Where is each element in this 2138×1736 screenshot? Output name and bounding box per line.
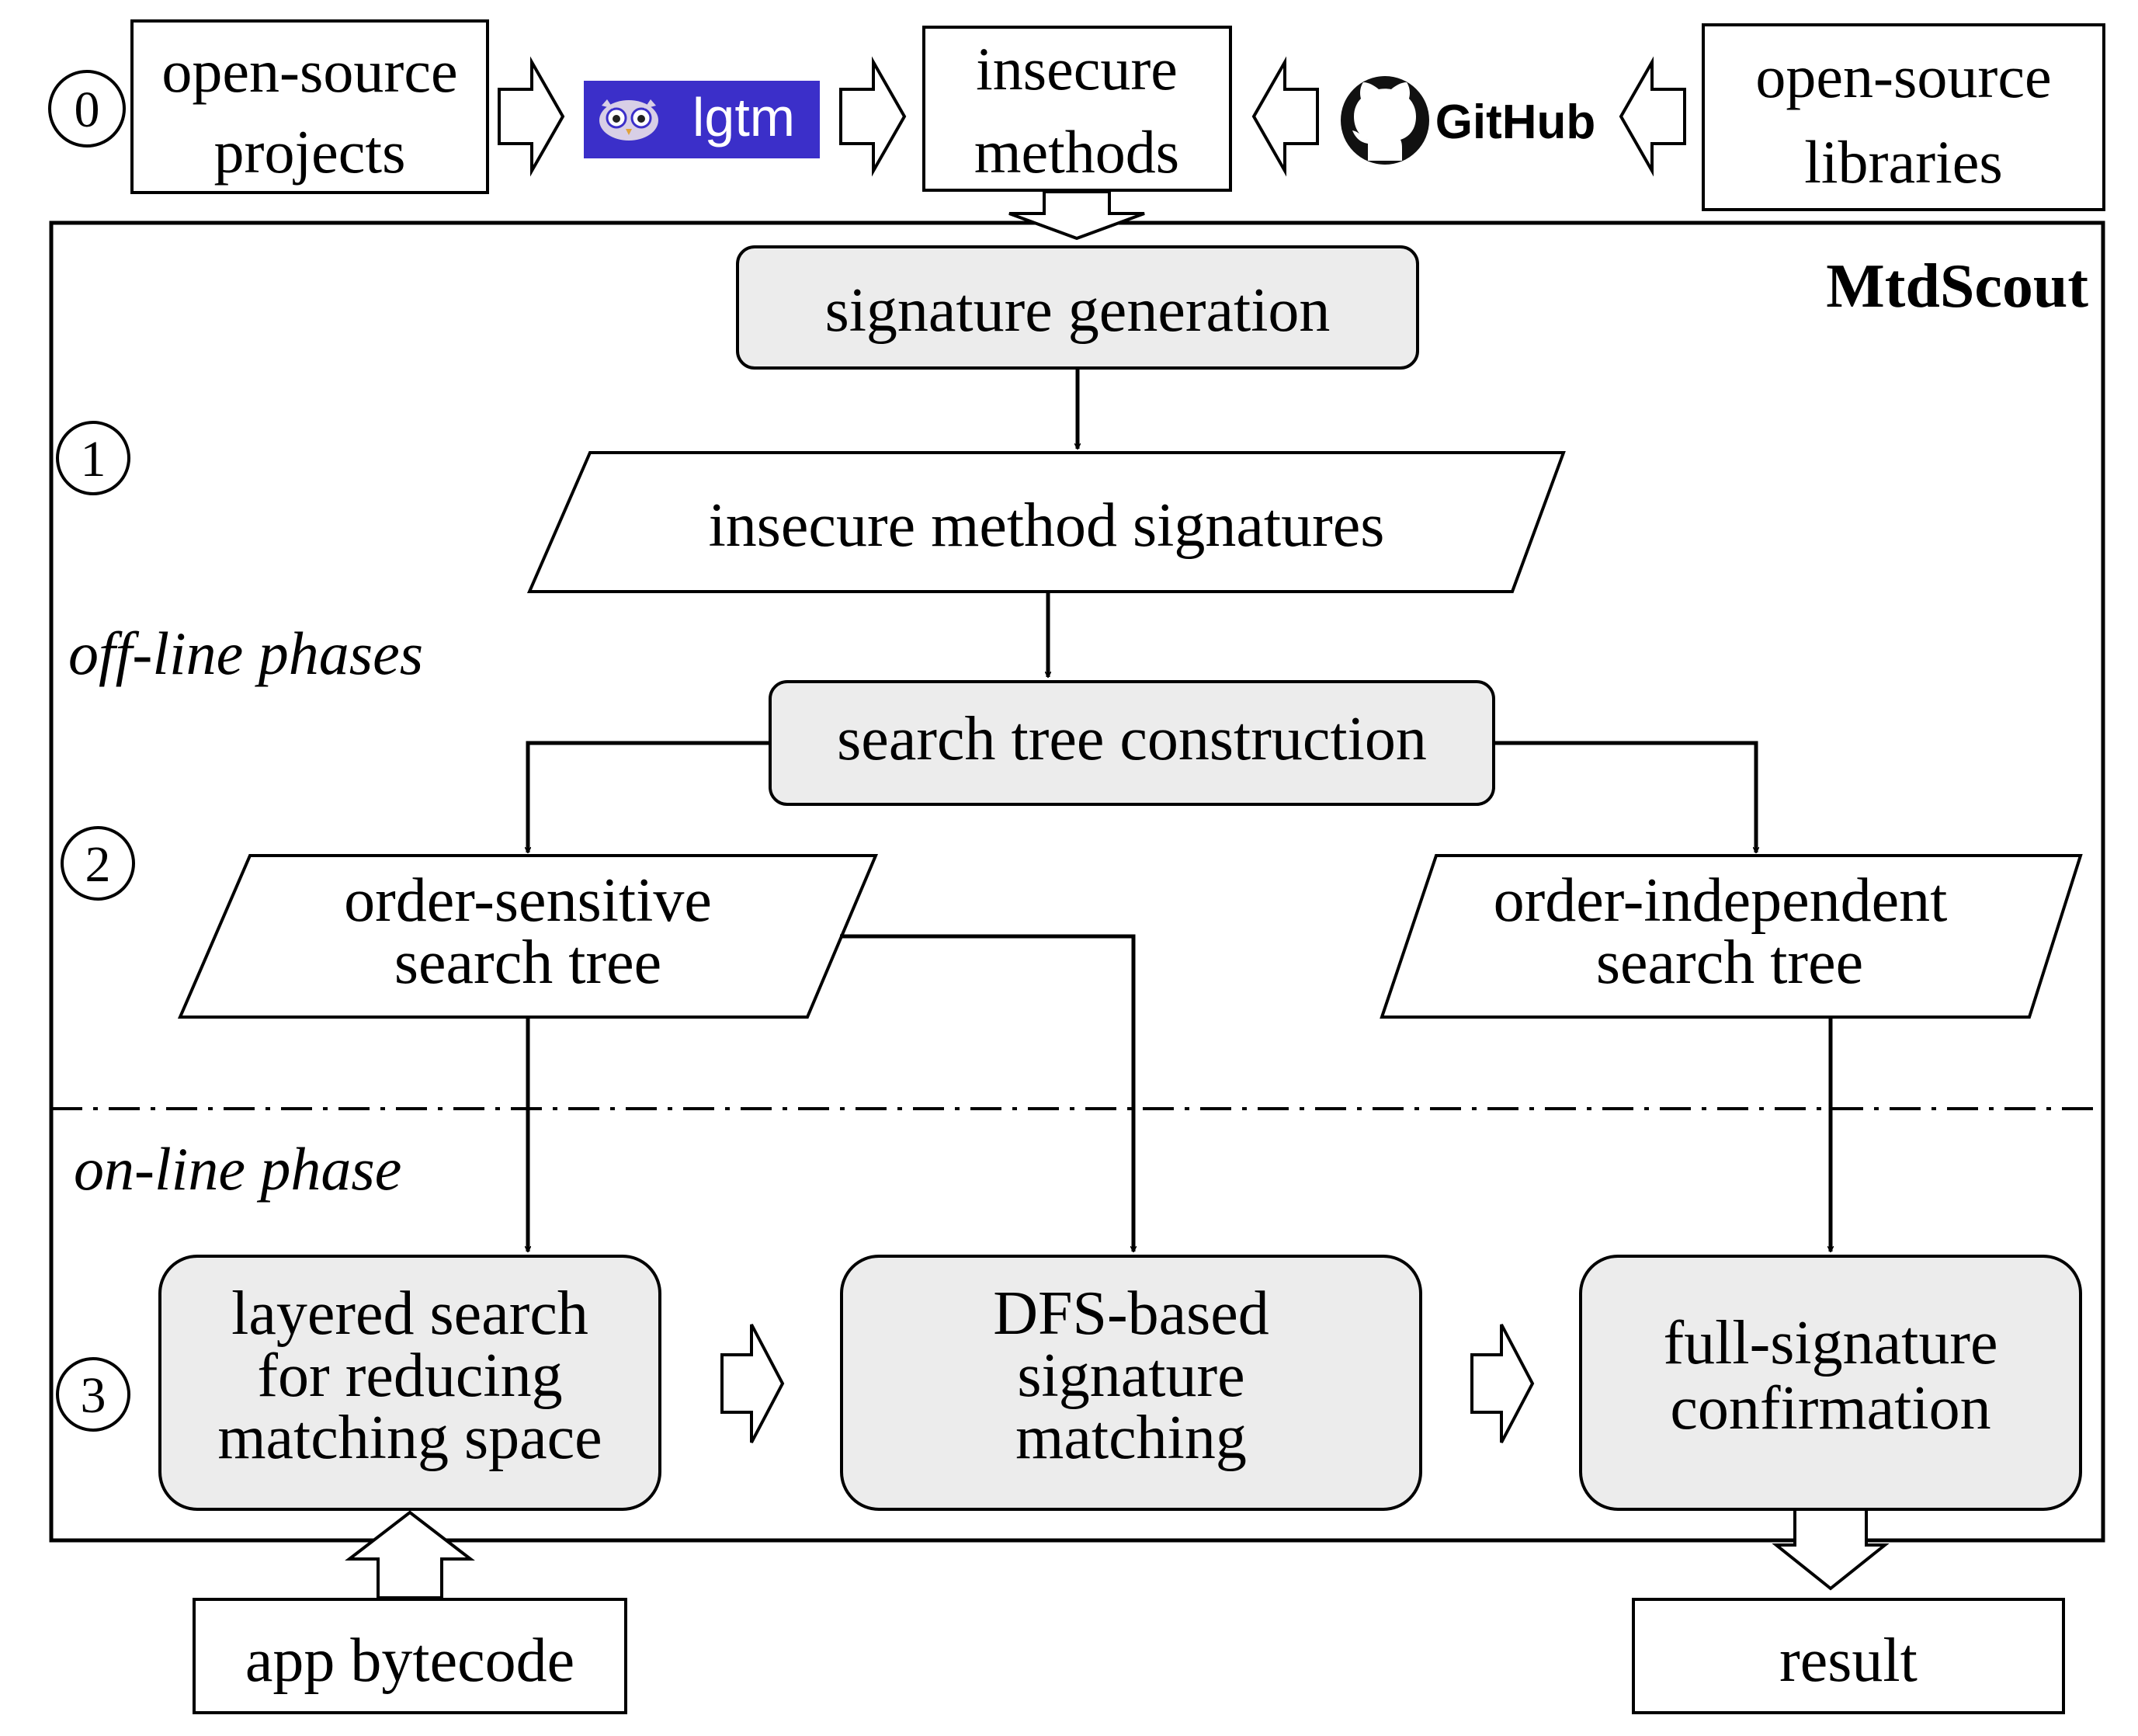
- insecure-method-signatures-parallelogram: insecure method signatures: [526, 451, 1566, 593]
- svg-text:DFS-based: DFS-based: [993, 1279, 1269, 1348]
- step2-marker: 2: [61, 826, 135, 901]
- layered-search-box: layered search for reducing matching spa…: [158, 1255, 661, 1511]
- hollow-arrow-right-2: [839, 56, 907, 177]
- arrow-order-sensitive-to-dfs: [840, 934, 1133, 1252]
- offline-phases-label: off-line phases: [68, 620, 423, 687]
- svg-text:signature: signature: [1017, 1342, 1244, 1410]
- svg-text:GitHub: GitHub: [1435, 95, 1596, 149]
- svg-text:confirmation: confirmation: [1670, 1374, 1990, 1443]
- owl-icon: [599, 99, 658, 141]
- full-signature-confirmation-box: full-signature confirmation: [1579, 1255, 2082, 1511]
- svg-text:3: 3: [81, 1367, 106, 1424]
- svg-text:search tree: search tree: [1596, 929, 1863, 997]
- svg-text:search tree: search tree: [394, 929, 661, 997]
- hollow-arrow-right-online-2: [1470, 1324, 1535, 1443]
- result-box: result: [1632, 1598, 2065, 1714]
- svg-text:for reducing: for reducing: [257, 1342, 562, 1410]
- open-source-libraries-box: open-source libraries: [1702, 23, 2105, 211]
- arrow-construction-to-order-sensitive: [528, 741, 770, 852]
- svg-text:1: 1: [81, 431, 106, 488]
- svg-text:2: 2: [85, 836, 111, 893]
- hollow-arrow-up-from-bytecode: [345, 1510, 475, 1599]
- hollow-arrow-down-to-result: [1772, 1508, 1890, 1591]
- svg-text:app bytecode: app bytecode: [245, 1627, 574, 1695]
- svg-text:projects: projects: [214, 118, 406, 186]
- search-tree-construction-box: search tree construction: [769, 680, 1495, 806]
- step3-marker: 3: [56, 1357, 130, 1432]
- hollow-arrow-right-1: [498, 56, 565, 177]
- online-phase-label: on-line phase: [74, 1135, 401, 1203]
- svg-text:libraries: libraries: [1804, 128, 2003, 196]
- order-sensitive-tree-parallelogram: order-sensitive search tree: [177, 854, 879, 1019]
- hollow-arrow-down-into-frame: [1008, 190, 1145, 241]
- step0-marker: 0: [48, 70, 126, 148]
- svg-text:open-source: open-source: [161, 37, 457, 105]
- arrow-construction-to-order-independent: [1494, 741, 1756, 852]
- open-source-projects-box: open-source projects: [130, 19, 489, 194]
- svg-text:search tree construction: search tree construction: [837, 705, 1427, 773]
- hollow-arrow-left-1: [1251, 56, 1319, 177]
- signature-generation-box: signature generation: [736, 245, 1419, 370]
- order-independent-tree-parallelogram: order-independent search tree: [1380, 854, 2083, 1019]
- svg-text:matching space: matching space: [217, 1404, 602, 1472]
- step1-marker: 1: [56, 421, 130, 495]
- octocat-icon: [1341, 76, 1429, 165]
- svg-text:layered search: layered search: [231, 1279, 588, 1348]
- svg-text:order-independent: order-independent: [1494, 866, 1948, 935]
- svg-text:matching: matching: [1015, 1404, 1247, 1472]
- svg-text:order-sensitive: order-sensitive: [344, 866, 712, 935]
- dfs-matching-box: DFS-based signature matching: [840, 1255, 1422, 1511]
- lgtm-logo: lgtm: [584, 81, 820, 158]
- svg-text:insecure: insecure: [976, 35, 1178, 102]
- github-logo: GitHub: [1341, 76, 1595, 165]
- svg-text:result: result: [1779, 1627, 1918, 1695]
- mtdscout-title: MtdScout: [1826, 252, 2088, 321]
- svg-text:lgtm: lgtm: [692, 87, 795, 148]
- hollow-arrow-left-2: [1619, 56, 1686, 177]
- svg-text:0: 0: [75, 82, 100, 138]
- insecure-methods-box: insecure methods: [922, 26, 1232, 192]
- svg-text:methods: methods: [974, 118, 1179, 186]
- svg-text:full-signature: full-signature: [1664, 1309, 1998, 1377]
- hollow-arrow-right-online-1: [720, 1324, 785, 1443]
- svg-text:insecure method signatures: insecure method signatures: [709, 491, 1385, 560]
- svg-text:signature generation: signature generation: [825, 276, 1331, 345]
- app-bytecode-box: app bytecode: [193, 1598, 627, 1714]
- svg-text:open-source: open-source: [1755, 43, 2051, 110]
